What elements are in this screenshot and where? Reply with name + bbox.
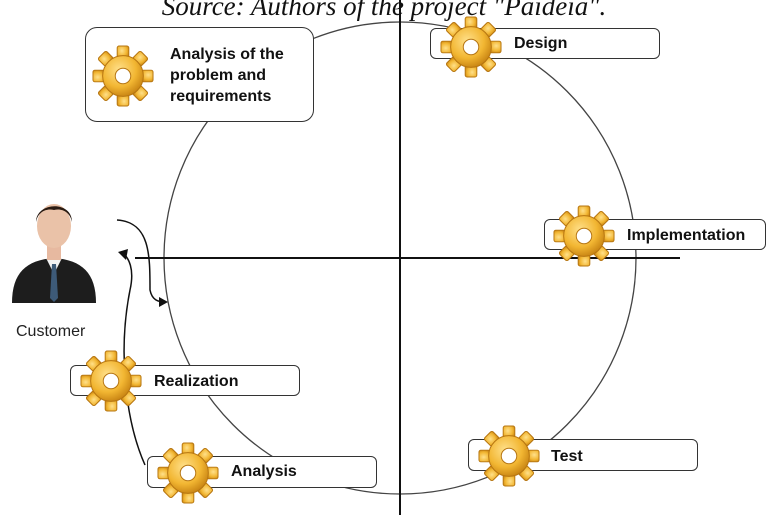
request-arrow-head — [159, 297, 168, 307]
delivery-arrow — [123, 253, 146, 466]
phase-label: Implementation — [627, 227, 746, 244]
gear-icon — [92, 45, 154, 107]
phase-label: Realization — [154, 373, 239, 390]
request-arrow — [116, 219, 166, 303]
gear-icon — [80, 350, 142, 412]
phase-label: Analysis of the problem and requirements — [170, 46, 284, 105]
customer-label: Customer — [16, 323, 86, 340]
gear-icon — [478, 425, 540, 487]
customer-avatar-icon — [12, 204, 96, 303]
gear-icon — [157, 442, 219, 504]
delivery-arrow-head — [118, 249, 128, 260]
gear-icon — [440, 16, 502, 78]
phase-label: Design — [514, 35, 568, 52]
phase-label: Analysis — [231, 463, 297, 480]
source-caption: Source: Authors of the project "Paideia"… — [161, 0, 607, 21]
phase-label: Test — [551, 448, 583, 465]
gear-icon — [553, 205, 615, 267]
